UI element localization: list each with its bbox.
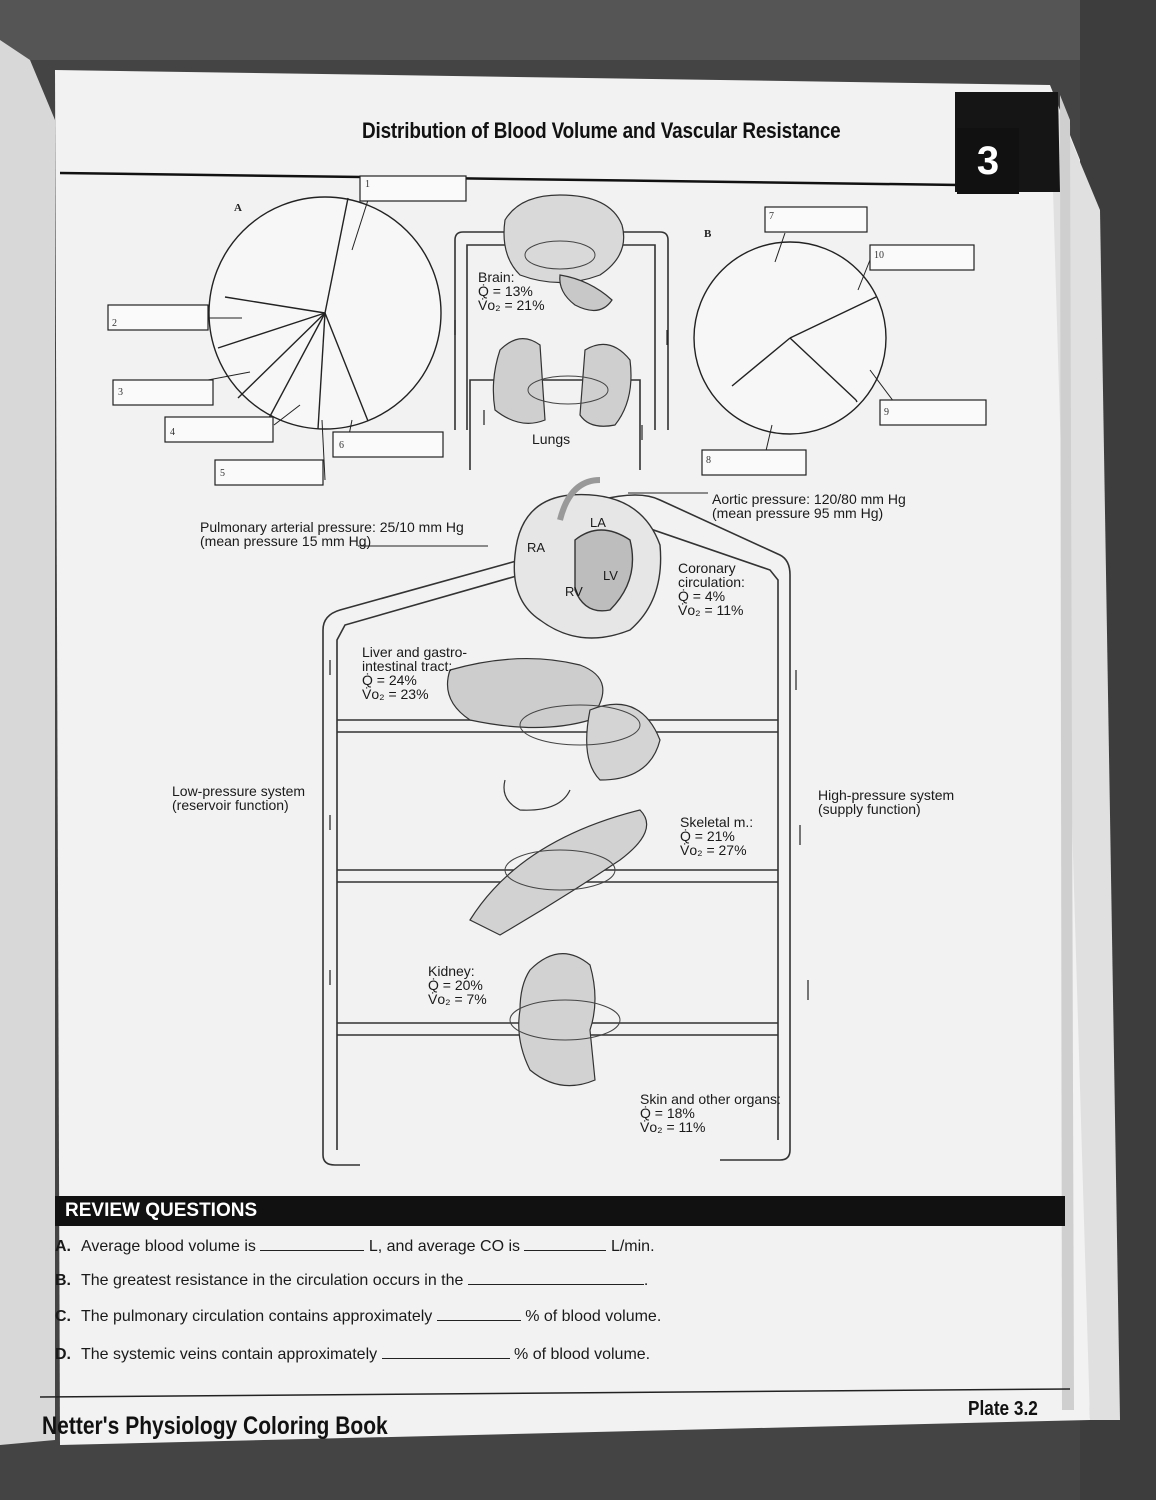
- callout-number-5: 5: [220, 468, 225, 479]
- skin-other-organs-label: Skin and other organs:Q̇ = 18%V̇o₂ = 11%: [640, 1091, 781, 1135]
- aortic-pressure-label: Aortic pressure: 120/80 mm Hg(mean press…: [712, 491, 906, 521]
- title-rule: [60, 171, 960, 187]
- brain-label: Brain:Q̇ = 13%V̇o₂ = 21%: [478, 269, 545, 313]
- high-pressure-system-label: High-pressure system(supply function): [818, 787, 955, 817]
- lungs-label: Lungs: [532, 431, 571, 447]
- plate-number-tab: 3: [957, 128, 1019, 194]
- callout-number-7: 7: [769, 211, 774, 222]
- plate-label: Plate 3.2: [968, 1398, 1038, 1420]
- capillary-beds: [504, 240, 641, 1041]
- liver-drawing: [446, 657, 661, 811]
- callout-number-1: 1: [365, 179, 370, 190]
- pie-chart-b: [693, 241, 887, 435]
- muscle-drawing: [469, 809, 648, 936]
- callout-number-6: 6: [339, 440, 344, 451]
- low-pressure-system-label: Low-pressure system(reservoir function): [172, 783, 306, 813]
- chamber-la: LA: [590, 515, 606, 530]
- lungs-drawing: [492, 338, 632, 427]
- page-title: Distribution of Blood Volume and Vascula…: [362, 118, 841, 143]
- answer-blank-c[interactable]: [436, 1308, 521, 1321]
- question-b: B.The greatest resistance in the circula…: [55, 1272, 649, 1289]
- answer-blank-a1[interactable]: [260, 1238, 365, 1251]
- question-a: A.Average blood volume is L, and average…: [55, 1238, 655, 1255]
- callout-number-3: 3: [118, 387, 123, 398]
- chamber-rv: RV: [565, 584, 583, 599]
- footer-rule: [40, 1388, 1070, 1398]
- brain-drawing: [503, 194, 625, 311]
- kidney-label: Kidney:Q̇ = 20%V̇o₂ = 7%: [428, 963, 487, 1007]
- callout-number-9: 9: [884, 407, 889, 418]
- skeletal-muscle-label: Skeletal m.:Q̇ = 21%V̇o₂ = 27%: [680, 814, 754, 858]
- pulmonary-pressure-label: Pulmonary arterial pressure: 25/10 mm Hg…: [200, 519, 464, 549]
- callout-boxes: [107, 175, 987, 486]
- callout-number-10: 10: [874, 250, 884, 261]
- pie-chart-a: [208, 196, 442, 430]
- answer-blank-d[interactable]: [381, 1346, 510, 1359]
- chamber-lv: LV: [603, 568, 618, 583]
- heart-drawing: [513, 477, 662, 639]
- kidney-drawing: [518, 953, 596, 1087]
- review-questions-heading: REVIEW QUESTIONS: [55, 1196, 1065, 1226]
- answer-blank-b[interactable]: [467, 1272, 644, 1285]
- question-c: C.The pulmonary circulation contains app…: [55, 1308, 662, 1325]
- answer-blank-a2[interactable]: [524, 1238, 607, 1251]
- flow-arrows: [329, 320, 809, 1000]
- callout-number-4: 4: [170, 427, 175, 438]
- liver-gi-label: Liver and gastro-intestinal tract:Q̇ = 2…: [362, 644, 468, 702]
- chart-b-letter: B: [704, 228, 712, 240]
- question-d: D.The systemic veins contain approximate…: [55, 1346, 651, 1363]
- chamber-ra: RA: [527, 540, 546, 555]
- callout-number-8: 8: [706, 455, 711, 466]
- chart-a-letter: A: [234, 202, 242, 214]
- callout-number-2: 2: [112, 318, 117, 329]
- book-title: Netter's Physiology Coloring Book: [42, 1412, 388, 1440]
